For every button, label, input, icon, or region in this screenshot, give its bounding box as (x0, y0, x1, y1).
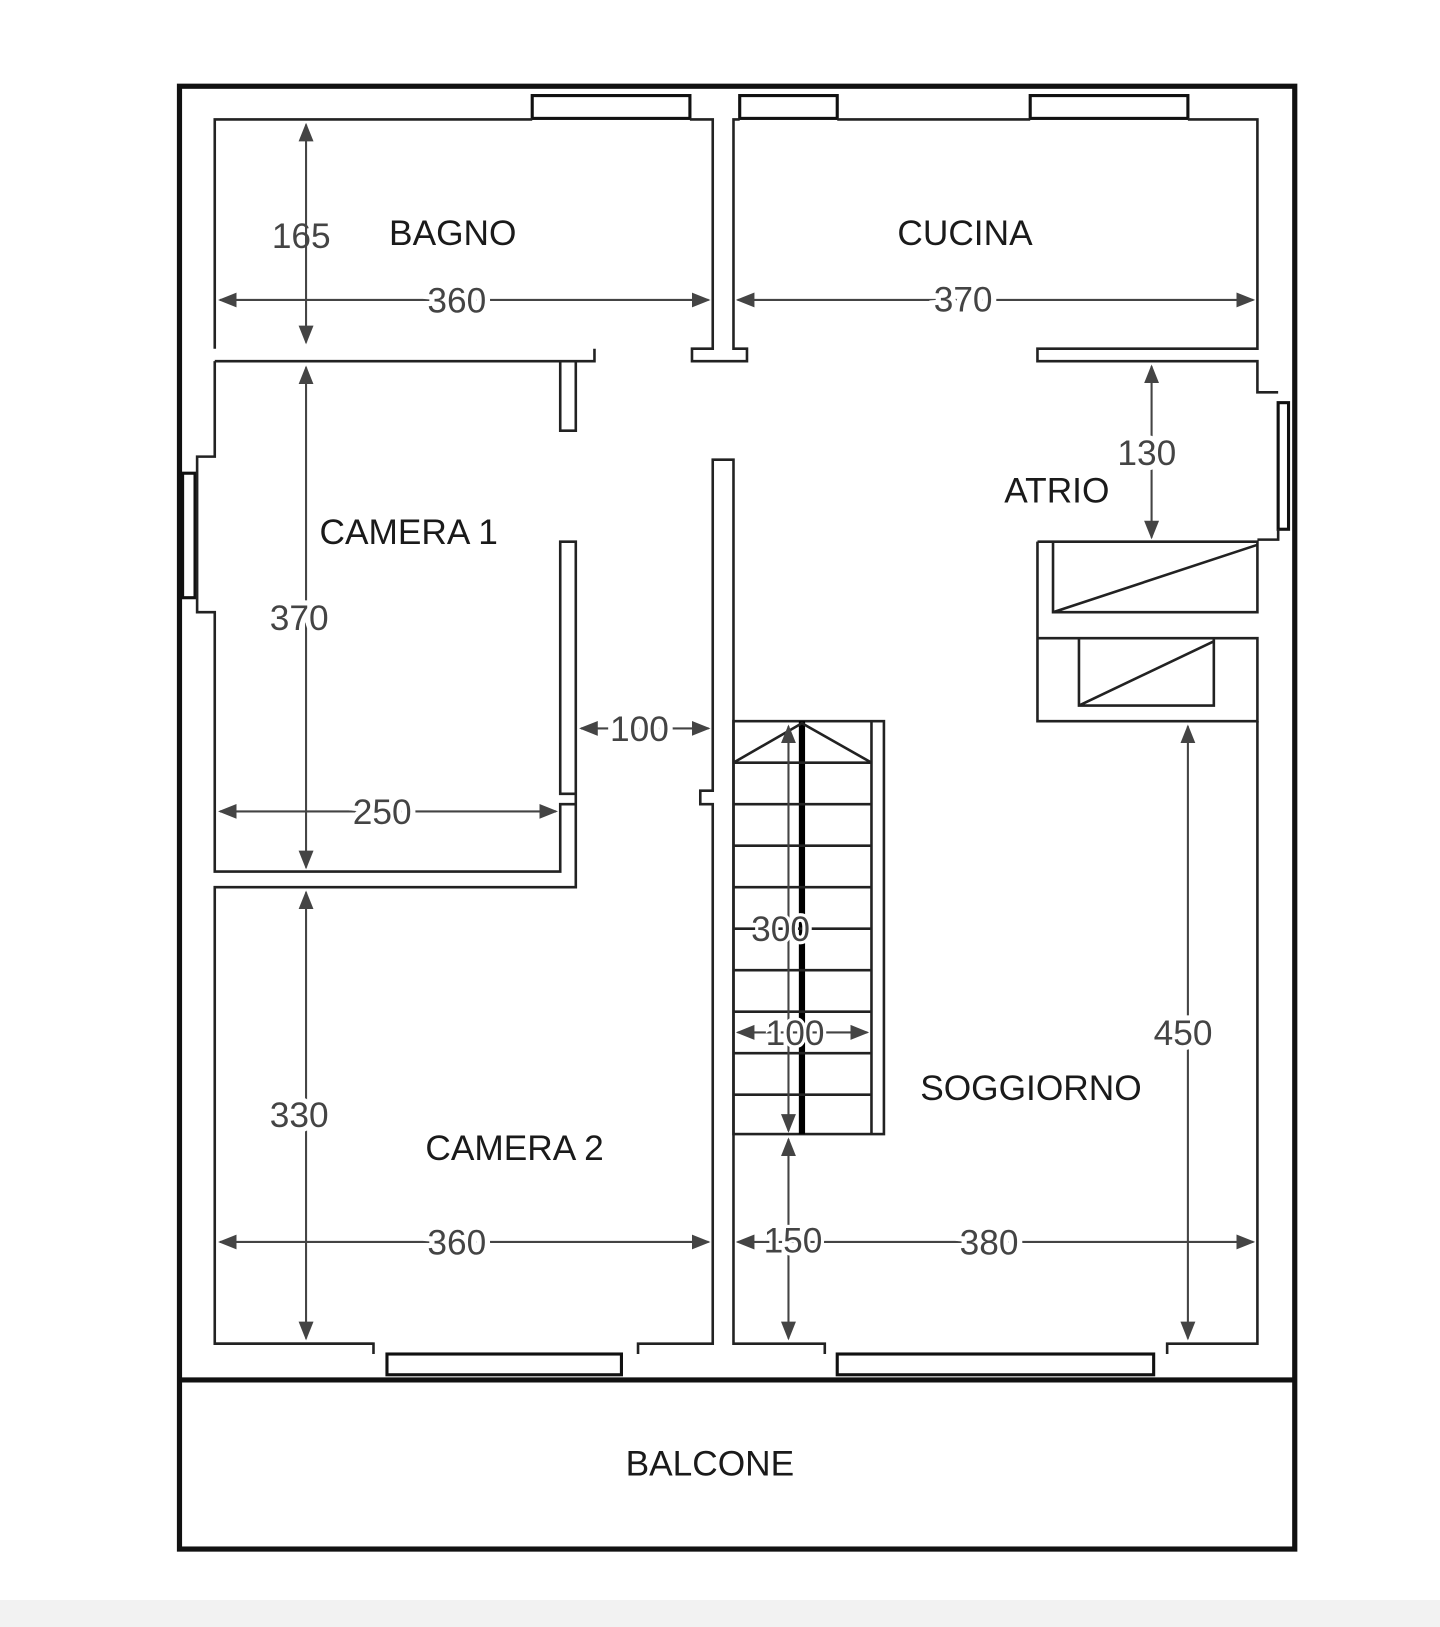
room-label-bagno: BAGNO (389, 214, 516, 253)
room-label-camera2: CAMERA 2 (425, 1129, 603, 1168)
window (1028, 94, 1190, 120)
window (181, 471, 197, 600)
dim-atrio-height: 130 (1117, 434, 1176, 473)
window (738, 94, 839, 120)
dim-camera2-height: 330 (270, 1096, 329, 1135)
dim-bagno-width: 360 (427, 281, 486, 320)
interior-walls (195, 118, 1280, 1355)
room-label-soggiorno: SOGGIORNO (920, 1069, 1141, 1108)
staircase (732, 719, 886, 1136)
dim-camera1-height: 370 (270, 599, 329, 638)
dim-bagno-height: 165 (272, 217, 331, 256)
dim-stair-width: 100 (766, 1014, 825, 1053)
dim-camera1-width: 250 (353, 793, 412, 832)
room-label-atrio: ATRIO (1004, 471, 1109, 510)
room-label-cucina: CUCINA (897, 214, 1033, 253)
dimension-lines (218, 122, 1256, 1341)
window (530, 94, 692, 120)
dim-corridor-width: 100 (610, 710, 669, 749)
bottom-strip (0, 1600, 1440, 1627)
dim-stair-gap: 150 (764, 1221, 823, 1260)
outer-wall (176, 83, 1298, 1552)
window (835, 1352, 1156, 1377)
dim-soggiorno-width: 380 (960, 1223, 1019, 1262)
dim-cucina-width: 370 (934, 280, 993, 319)
room-label-camera1: CAMERA 1 (320, 513, 498, 552)
dim-soggiorno-height: 450 (1154, 1014, 1213, 1053)
room-label-balcone: BALCONE (626, 1444, 795, 1483)
dim-stair-length: 300 (751, 910, 810, 949)
window (385, 1352, 623, 1377)
window (1276, 401, 1291, 531)
dim-camera2-width: 360 (427, 1223, 486, 1262)
